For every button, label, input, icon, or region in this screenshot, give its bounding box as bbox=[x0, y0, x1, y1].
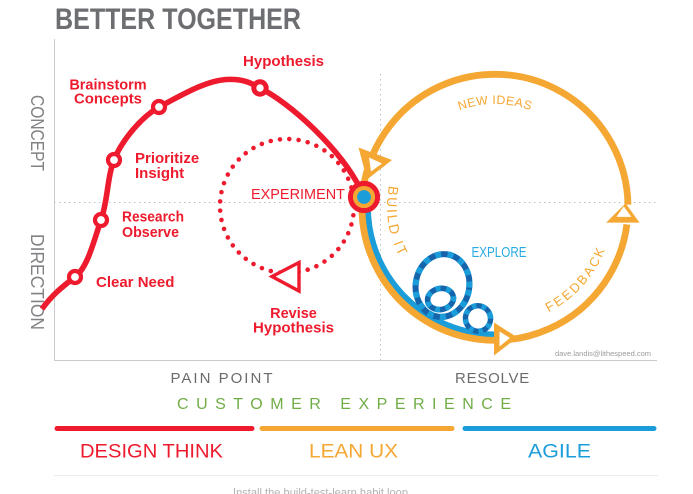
svg-text:Revise: Revise bbox=[270, 306, 317, 322]
svg-text:Hypothesis: Hypothesis bbox=[243, 53, 324, 70]
svg-text:AGILE: AGILE bbox=[528, 441, 591, 463]
svg-text:DESIGN THINK: DESIGN THINK bbox=[80, 441, 223, 463]
svg-text:Install the build-test-learn h: Install the build-test-learn habit loop bbox=[233, 486, 408, 494]
svg-text:Hypothesis: Hypothesis bbox=[253, 321, 334, 337]
svg-text:Prioritize: Prioritize bbox=[135, 150, 199, 167]
svg-text:Observe: Observe bbox=[122, 224, 179, 241]
svg-text:EXPERIMENT: EXPERIMENT bbox=[251, 187, 345, 203]
svg-text:Brainstorm: Brainstorm bbox=[69, 78, 146, 94]
svg-text:Insight: Insight bbox=[135, 165, 184, 182]
svg-text:DIRECTION: DIRECTION bbox=[27, 234, 47, 330]
svg-text:Clear Need: Clear Need bbox=[96, 274, 174, 291]
svg-text:BETTER TOGETHER: BETTER TOGETHER bbox=[55, 3, 301, 36]
svg-text:LEAN UX: LEAN UX bbox=[309, 441, 398, 463]
svg-text:PAIN POINT: PAIN POINT bbox=[171, 370, 275, 387]
svg-text:Concepts: Concepts bbox=[74, 92, 142, 108]
svg-text:dave.landis@lithespeed.com: dave.landis@lithespeed.com bbox=[555, 349, 651, 358]
svg-text:Research: Research bbox=[122, 209, 184, 226]
svg-text:RESOLVE: RESOLVE bbox=[455, 370, 530, 387]
svg-text:CONCEPT: CONCEPT bbox=[27, 95, 47, 171]
svg-text:EXPLORE: EXPLORE bbox=[472, 244, 527, 261]
